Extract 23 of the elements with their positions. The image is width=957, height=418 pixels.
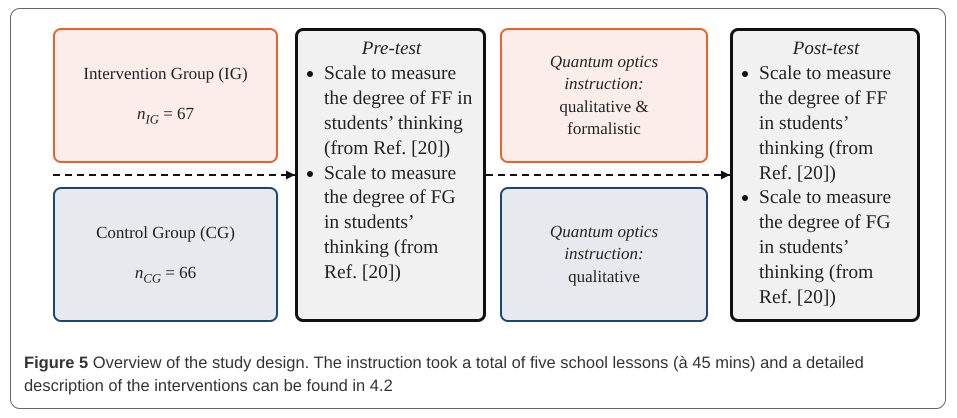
bullet-item: Scale to measure the degree of FG in students’ thinking (from Ref. [20]) (737, 186, 915, 312)
bullet-item: Scale to measure the degree of FG in students’ thinking (from Ref. [20]) (302, 162, 481, 286)
instruction-box (500, 28, 708, 163)
instruction-type: qualitative (568, 266, 640, 288)
group-name: Intervention Group (IG) (83, 64, 248, 84)
group-box (53, 28, 278, 163)
sample-size: n$_{CG}$ = 66 (134, 262, 196, 286)
instruction-heading: Quantum optics instruction: (548, 221, 660, 266)
bullet-item: Scale to measure the degree of FF in students’ thinking (from Ref. [20]) (302, 62, 481, 162)
test-heading: Pre-test (360, 37, 422, 61)
instruction-box (500, 187, 708, 322)
bullet-item: Scale to measure the degree of FF in students’ thinking (from Ref. [20]) (737, 62, 915, 186)
sample-size: n$_{IG}$ = 67 (136, 104, 194, 128)
test-box (295, 28, 486, 322)
figure-caption: Figure 5 Overview of the study design. The instruction took a total of five school lessons (à 45 mins) and a detailed description of the interventions can be found in 4.2 (24, 353, 865, 398)
test-heading: Post-test (792, 37, 860, 61)
test-box (730, 28, 920, 322)
arrow (53, 170, 295, 180)
group-box (53, 187, 278, 322)
arrow (486, 170, 730, 180)
instruction-heading: Quantum optics instruction: (548, 51, 660, 96)
group-name: Control Group (CG) (96, 222, 235, 243)
instruction-type: qualitative & formalistic (558, 96, 650, 140)
